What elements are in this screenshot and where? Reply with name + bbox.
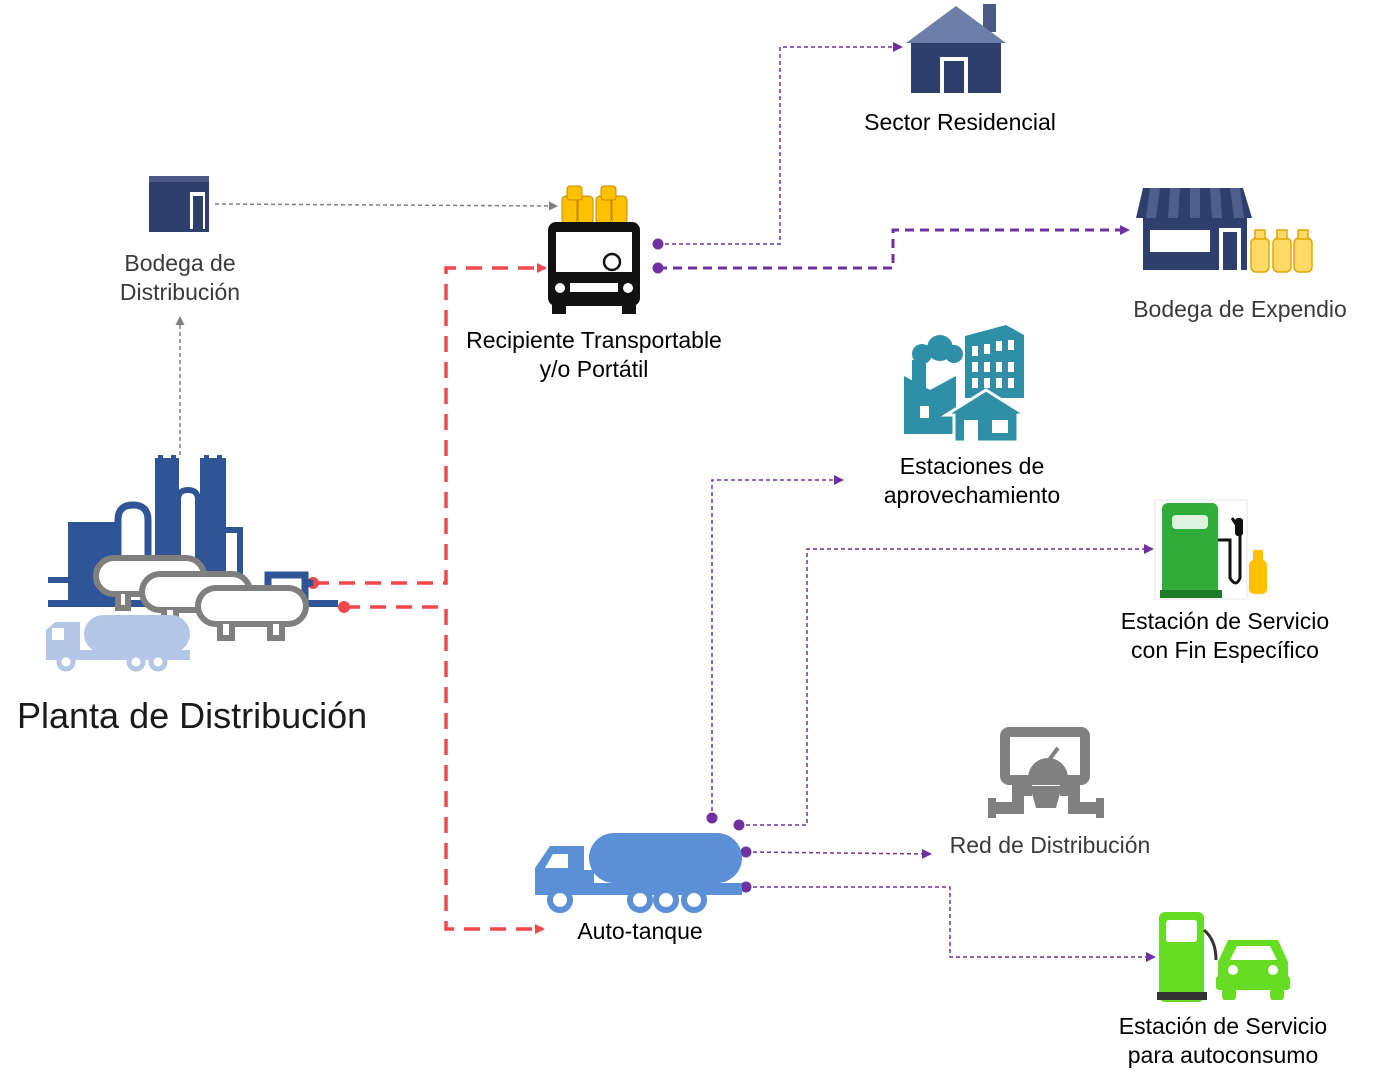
purple-flow-connectors — [658, 42, 1156, 962]
house-icon — [906, 4, 1006, 93]
recipiente-line1: Recipiente Transportable — [466, 327, 722, 353]
estaciones-aprovechamiento-line1: Estaciones de — [899, 453, 1045, 479]
plant-icon — [46, 455, 338, 672]
red-flow-connectors — [313, 263, 547, 934]
red-distribucion-label: Red de Distribución — [949, 832, 1151, 858]
estaciones-aprovechamiento-line2: aprovechamiento — [883, 482, 1061, 508]
flow-autotanque-to-aprovechamiento — [711, 475, 844, 818]
estacion-fin-especifico-line2: con Fin Específico — [1131, 637, 1319, 663]
flow-recipiente-to-residencial — [658, 42, 903, 245]
warehouse-icon — [149, 176, 209, 232]
estacion-fin-especifico-line1: Estación de Servicio — [1120, 608, 1330, 634]
bodega-distribucion-line2: Distribución — [119, 279, 241, 305]
sector-residencial-label: Sector Residencial — [864, 109, 1056, 135]
flow-planta-to-recipiente — [313, 263, 547, 585]
industrial-building-icon — [904, 325, 1032, 444]
bodega-expendio-label: Bodega de Expendio — [1133, 296, 1347, 322]
estacion-autoconsumo-line1: Estación de Servicio — [1118, 1013, 1328, 1039]
cylinder-truck-icon — [548, 185, 640, 314]
flow-autotanque-to-red — [745, 848, 932, 859]
bodega-distribucion-label: Bodega de Distribución — [80, 249, 280, 307]
flow-recipiente-to-expendio — [658, 225, 1130, 270]
gray-flow-connectors — [175, 201, 558, 455]
connector-dot — [338, 601, 350, 613]
flow-planta-to-autotanque — [344, 605, 545, 934]
estacion-autoconsumo-label: Estación de Servicio para autoconsumo — [1093, 1012, 1353, 1070]
flow-autotanque-to-autoconsumo — [746, 886, 1156, 962]
pipeline-meter-icon — [988, 727, 1104, 818]
auto-tanque-label: Auto-tanque — [577, 918, 703, 944]
store-icon — [1136, 188, 1313, 273]
purple-connector-dots — [652, 238, 752, 893]
estacion-fin-especifico-label: Estación de Servicio con Fin Específico — [1095, 607, 1355, 665]
tanker-truck-icon — [535, 833, 742, 913]
estacion-autoconsumo-line2: para autoconsumo — [1127, 1042, 1319, 1068]
recipiente-label: Recipiente Transportable y/o Portátil — [444, 326, 744, 384]
gas-pump-icon — [1154, 499, 1267, 600]
flow-bodega-to-recipiente — [214, 201, 558, 211]
flow-autotanque-to-fin-especifico — [739, 544, 1154, 826]
bodega-distribucion-line1: Bodega de — [124, 250, 236, 276]
recipiente-line2: y/o Portátil — [539, 356, 649, 382]
planta-label: Planta de Distribución — [17, 695, 368, 736]
fuel-station-car-icon — [1157, 912, 1290, 1002]
estaciones-aprovechamiento-label: Estaciones de aprovechamiento — [842, 452, 1102, 510]
